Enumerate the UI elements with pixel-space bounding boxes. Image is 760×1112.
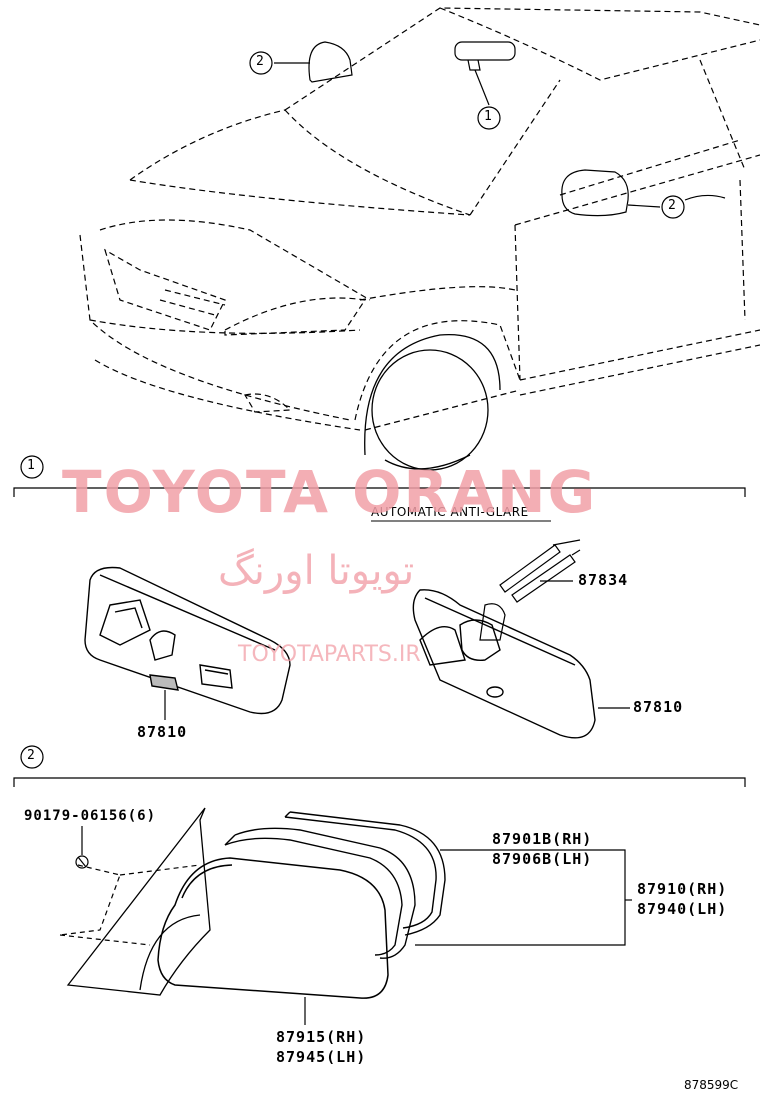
callout-leaders (274, 62, 661, 208)
outer-mirror-body (224, 827, 416, 959)
callout-two-door: 2 (668, 198, 677, 213)
part-bolt: 90179-06156(6) (24, 808, 157, 824)
mount-dashed-lines (59, 864, 201, 946)
rearview-mirror-sketch (454, 41, 516, 71)
part-87810-right: 87810 (633, 698, 684, 716)
mirror-mount-bracket (66, 807, 211, 996)
anti-glare-note: AUTOMATIC ANTI-GLARE (371, 505, 529, 519)
part-87901b: 87901B(RH) (492, 830, 593, 848)
car-outline (79, 7, 760, 431)
callout-one-top: 1 (484, 109, 493, 124)
part-87906b: 87906B(LH) (492, 850, 593, 868)
front-wheel (364, 333, 501, 471)
part-87940: 87940(LH) (637, 900, 728, 918)
section-one-number: 1 (27, 458, 36, 473)
section-two-bracket (13, 777, 746, 787)
rearview-mirror-back (412, 589, 596, 739)
section-two-circle (20, 745, 44, 769)
bolt-90179 (75, 855, 89, 869)
part-87915: 87915(RH) (276, 1028, 367, 1046)
part-87945: 87945(LH) (276, 1048, 367, 1066)
outer-mirror-cover (284, 811, 446, 936)
watermark-arabic: تويوتا اورنگ (218, 548, 415, 594)
drawing-code: 878599C (684, 1078, 739, 1092)
section-two-leaders (304, 849, 632, 1025)
side-mirror-sketch-right (561, 169, 629, 217)
part-87834: 87834 (578, 571, 629, 589)
callout-two-top: 2 (256, 54, 265, 69)
side-mirror-sketch-left (308, 41, 353, 83)
watermark-site: TOYOTAPARTS.IR (238, 642, 421, 667)
outer-mirror-glass (157, 857, 389, 999)
section-one-circle (20, 455, 44, 479)
door-handle (684, 194, 726, 201)
part-87810-left: 87810 (137, 723, 188, 741)
callout-circles (249, 51, 685, 219)
section-two-number: 2 (27, 748, 36, 763)
watermark-main: TOYOTA ORANG (62, 458, 598, 526)
section-one-bracket (13, 487, 746, 497)
connector-87834 (479, 539, 581, 641)
rearview-mirror-front (84, 566, 291, 715)
part-87910: 87910(RH) (637, 880, 728, 898)
